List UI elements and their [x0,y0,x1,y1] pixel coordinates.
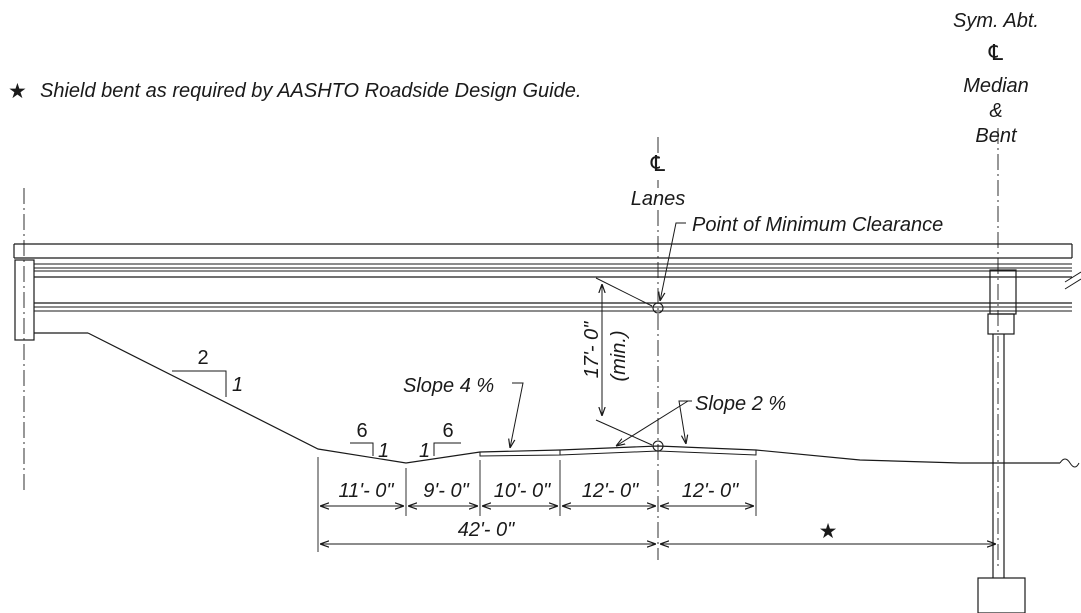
vertical-clearance-qualifier: (min.) [608,330,630,381]
embankment-slope-rise: 1 [232,374,243,396]
sym-abt-label: Sym. Abt. [953,10,1039,32]
shield-bent-note: Shield bent as required by AASHTO Roadsi… [40,80,581,102]
embankment-slope-run: 2 [197,347,208,369]
overall-dimension: 42'- 0" [458,519,515,541]
ditch-foreslope-rise: 1 [378,440,389,462]
ground-break-mark [1059,458,1080,468]
shoulder-slope-leader [510,382,524,448]
dimension-segment-2: 9'- 0" [423,480,469,502]
dimension-extension-lines [317,457,757,552]
clearance-leader [660,222,686,301]
lanes-label: Lanes [631,188,686,210]
lanes-centerline-symbol: ℄ [650,151,666,176]
dimension-segment-4: 12'- 0" [582,480,639,502]
median-label: Median [963,75,1029,97]
clearance-label: Point of Minimum Clearance [692,214,943,236]
ditch-backslope-rise: 1 [419,440,430,462]
pavement-crown-point [652,440,664,452]
ditch-backslope-run: 6 [442,420,453,442]
vertical-clearance-value: 17'- 0" [581,321,603,378]
embankment-slope-marker [172,370,227,397]
bridge-superstructure [13,243,1081,312]
vertical-clearance-dimension [595,277,653,446]
bent-label: Bent [975,125,1018,147]
note-star-symbol: ★ [8,80,27,103]
pavement-section [479,450,757,457]
lane-slope-leader-left [616,400,689,446]
median-centerline-symbol: ℄ [988,40,1004,65]
ditch-backslope-marker [433,442,461,456]
shoulder-slope-label: Slope 4 % [403,375,494,397]
shield-bent-distance-symbol: ★ [819,520,838,543]
ampersand-label: & [989,100,1002,122]
ditch-foreslope-marker [350,442,374,456]
ditch-foreslope-run: 6 [356,420,367,442]
dimension-segment-5: 12'- 0" [682,480,739,502]
dimension-segment-3: 10'- 0" [494,480,551,502]
dimension-segment-1: 11'- 0" [338,480,394,502]
median-bent [977,269,1026,613]
min-clearance-point [652,302,664,314]
lane-slope-label: Slope 2 % [695,393,786,415]
end-abutment [14,259,88,341]
lane-slope-leader-right [678,400,692,444]
ground-profile [87,332,1060,464]
